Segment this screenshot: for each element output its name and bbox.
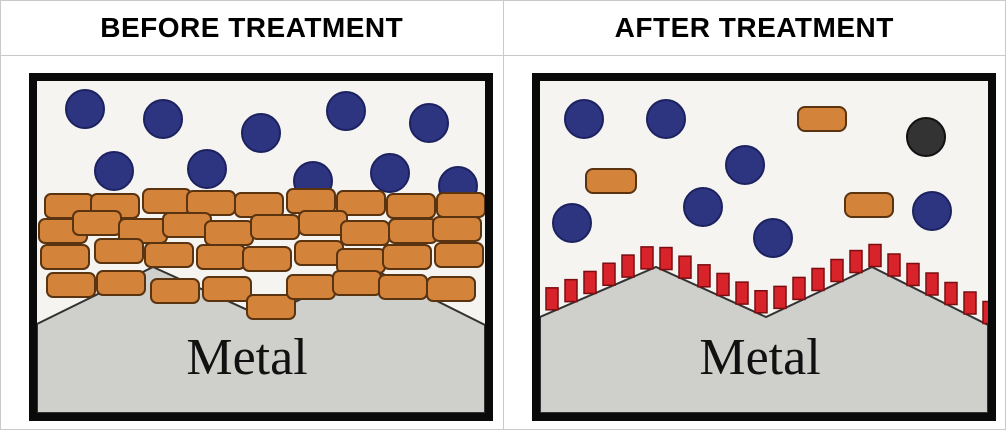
water-molecule xyxy=(95,152,133,190)
contaminant-particle xyxy=(907,118,945,156)
inhibitor-molecule xyxy=(983,302,988,324)
after-panel: Metal xyxy=(532,73,996,421)
before-cell: Metal xyxy=(1,56,504,430)
oxide-particle xyxy=(205,221,253,245)
inhibitor-molecule xyxy=(660,248,672,270)
inhibitor-molecule xyxy=(945,283,957,305)
oxide-particle xyxy=(73,211,121,235)
oxide-particle xyxy=(383,245,431,269)
inhibitor-molecule xyxy=(698,265,710,287)
oxide-particle xyxy=(143,189,191,213)
oxide-particle xyxy=(251,215,299,239)
oxide-particle xyxy=(203,277,251,301)
inhibitor-molecule xyxy=(736,282,748,304)
oxide-particle xyxy=(197,245,245,269)
inhibitor-molecule xyxy=(717,274,729,296)
oxide-particle xyxy=(337,249,385,273)
oxide-particle xyxy=(295,241,343,265)
inhibitor-molecule xyxy=(926,273,938,295)
before-metal-label: Metal xyxy=(186,329,307,386)
after-metal: Metal xyxy=(540,267,988,413)
after-cell: Metal xyxy=(503,56,1006,430)
inhibitor-molecule xyxy=(907,264,919,286)
water-molecule xyxy=(188,150,226,188)
oxide-particle xyxy=(389,219,437,243)
oxide-particle xyxy=(243,247,291,271)
after-diagram: Metal xyxy=(540,81,988,413)
oxide-particle xyxy=(333,271,381,295)
oxide-particle xyxy=(845,193,893,217)
oxide-particle xyxy=(41,245,89,269)
oxide-particle xyxy=(435,243,483,267)
water-molecule xyxy=(684,188,722,226)
oxide-particle xyxy=(163,213,211,237)
inhibitor-molecule xyxy=(793,278,805,300)
inhibitor-molecule xyxy=(565,280,577,302)
water-molecule xyxy=(66,90,104,128)
water-molecule xyxy=(647,100,685,138)
oxide-particle xyxy=(97,271,145,295)
water-molecule xyxy=(144,100,182,138)
inhibitor-molecule xyxy=(774,287,786,309)
oxide-particle xyxy=(187,191,235,215)
inhibitor-molecule xyxy=(850,251,862,273)
oxide-particle xyxy=(433,217,481,241)
oxide-particle xyxy=(95,239,143,263)
inhibitor-molecule xyxy=(755,291,767,313)
oxide-particle xyxy=(427,277,475,301)
inhibitor-molecule xyxy=(641,247,653,269)
oxide-particle xyxy=(145,243,193,267)
before-header: BEFORE TREATMENT xyxy=(1,1,504,56)
oxide-particle xyxy=(341,221,389,245)
inhibitor-molecule xyxy=(869,245,881,267)
inhibitor-molecule xyxy=(584,272,596,294)
oxide-particle xyxy=(586,169,636,193)
inhibitor-molecule xyxy=(964,292,976,314)
oxide-particle xyxy=(299,211,347,235)
after-metal-label: Metal xyxy=(699,329,820,386)
oxide-particle xyxy=(798,107,846,131)
inhibitor-molecule xyxy=(622,255,634,277)
inhibitor-molecule xyxy=(546,288,558,310)
water-molecule xyxy=(754,219,792,257)
oxide-particle xyxy=(379,275,427,299)
before-panel: Metal xyxy=(29,73,493,421)
water-molecule xyxy=(327,92,365,130)
inhibitor-molecule xyxy=(831,260,843,282)
oxide-particle xyxy=(247,295,295,319)
water-molecule xyxy=(242,114,280,152)
oxide-particle xyxy=(47,273,95,297)
after-header: AFTER TREATMENT xyxy=(503,1,1006,56)
inhibitor-molecule xyxy=(812,269,824,291)
oxide-particle xyxy=(287,275,335,299)
water-molecule xyxy=(371,154,409,192)
oxide-particle xyxy=(151,279,199,303)
inhibitor-molecule xyxy=(888,254,900,276)
inhibitor-molecule xyxy=(679,256,691,278)
water-molecule xyxy=(553,204,591,242)
before-water-molecules xyxy=(66,90,477,205)
oxide-particle xyxy=(287,189,335,213)
oxide-particle xyxy=(437,193,485,217)
water-molecule xyxy=(565,100,603,138)
water-molecule xyxy=(726,146,764,184)
inhibitor-molecule xyxy=(603,263,615,285)
oxide-particle xyxy=(235,193,283,217)
oxide-particle xyxy=(387,194,435,218)
before-diagram: Metal xyxy=(37,81,485,413)
water-molecule xyxy=(410,104,448,142)
water-molecule xyxy=(913,192,951,230)
